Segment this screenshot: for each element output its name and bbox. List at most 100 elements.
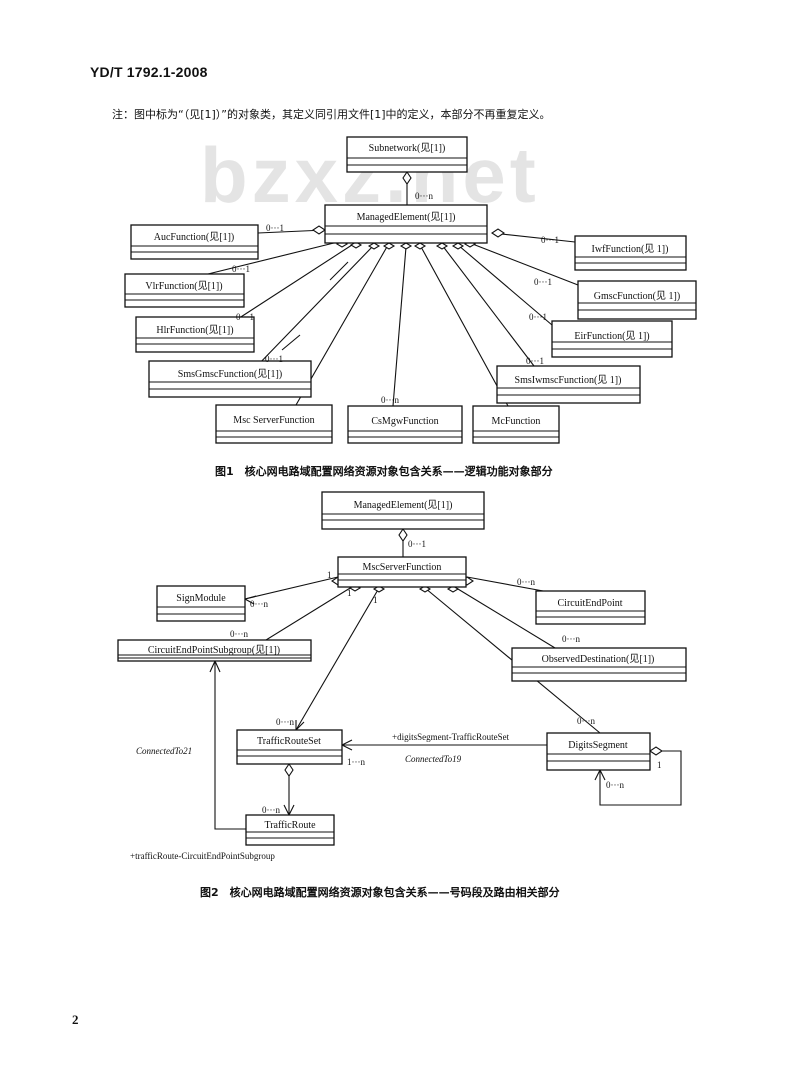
aggregation-diamond	[491, 228, 505, 238]
svg-text:CircuitEndPointSubgroup(见[1]): CircuitEndPointSubgroup(见[1])	[148, 644, 280, 656]
class-msc-server-function: Msc ServerFunction	[215, 404, 333, 444]
mult-cep-subgroup: 0···n	[230, 629, 248, 639]
mult-traffic-route-set: 0···n	[276, 717, 294, 727]
mult-traffic-route: 0···n	[262, 805, 280, 815]
class-vlr-function: VlrFunction(见[1])	[124, 273, 245, 308]
figure1-diagram: Subnetwork(见[1]) ManagedElement(见[1]) Au…	[124, 136, 697, 444]
role-digits-segment-trs: +digitsSegment-TrafficRouteSet	[392, 732, 510, 742]
svg-text:SmsGmscFunction(见[1]): SmsGmscFunction(见[1])	[178, 368, 282, 380]
aggregation-diamond	[435, 242, 449, 250]
edge-me-smsgmsc	[254, 244, 375, 369]
edge-msc-cepsubgroup	[265, 584, 356, 641]
class-eir-function: EirFunction(见 1])	[551, 320, 673, 358]
mult-sign-module: 0···n	[250, 599, 268, 609]
edge-digits-self	[599, 750, 682, 806]
role-connected-to-21: ConnectedTo21	[136, 746, 192, 756]
edge-me-mc	[419, 244, 509, 407]
svg-text:VlrFunction(见[1]): VlrFunction(见[1])	[145, 280, 222, 292]
svg-text:ManagedElement(见[1]): ManagedElement(见[1])	[357, 211, 456, 223]
class-cs-mgw-function: CsMgwFunction	[347, 405, 463, 444]
edge-trafficroute-cepsubgroup	[214, 661, 246, 830]
svg-text:GmscFunction(见 1]): GmscFunction(见 1])	[594, 290, 680, 302]
mult-sms-gmsc: 0···1	[265, 354, 283, 364]
class-digits-segment: DigitsSegment	[546, 732, 651, 771]
stray-mark	[281, 334, 301, 351]
edge-me-vlr	[207, 240, 343, 275]
mult-gmsc: 0···1	[534, 277, 552, 287]
svg-text:McFunction: McFunction	[492, 416, 541, 427]
svg-text:CircuitEndPoint: CircuitEndPoint	[558, 598, 623, 609]
page-number: 2	[72, 1012, 79, 1027]
mult-observed-destination: 0···n	[562, 634, 580, 644]
mult-trs-to-ds: 1···n	[347, 757, 365, 767]
class-traffic-route-set: TrafficRouteSet	[236, 729, 343, 765]
class-observed-destination: ObservedDestination(见[1])	[511, 647, 687, 682]
svg-text:CsMgwFunction: CsMgwFunction	[371, 416, 438, 427]
svg-text:Msc ServerFunction: Msc ServerFunction	[233, 415, 314, 426]
stray-mark	[329, 261, 349, 281]
standard-code: YD/T 1792.1-2008	[90, 64, 208, 80]
class-sms-iwmsc-function: SmsIwmscFunction(见 1])	[496, 365, 641, 404]
figure1-caption: 图1 核心网电路域配置网络资源对象包含关系——逻辑功能对象部分	[215, 465, 553, 478]
mult-sms-iwmsc: 0···1	[526, 356, 544, 366]
mult-msc-side: 1	[327, 570, 332, 580]
svg-text:HlrFunction(见[1]): HlrFunction(见[1])	[156, 324, 233, 336]
class-sign-module: SignModule	[156, 585, 246, 622]
aggregation-diamond	[284, 763, 294, 777]
edge-msc-signmodule	[244, 576, 339, 600]
svg-text:SignModule: SignModule	[176, 593, 226, 604]
aggregation-diamond	[413, 242, 427, 250]
svg-text:MscServerFunction: MscServerFunction	[363, 562, 442, 573]
svg-text:SmsIwmscFunction(见 1]): SmsIwmscFunction(见 1])	[515, 374, 622, 386]
mult-auc: 0···1	[266, 223, 284, 233]
figure2-caption: 图2 核心网电路域配置网络资源对象包含关系——号码段及路由相关部分	[200, 886, 560, 899]
svg-text:IwfFunction(见 1]): IwfFunction(见 1])	[592, 243, 669, 255]
role-connected-to-19: ConnectedTo19	[405, 754, 462, 764]
svg-text:AucFunction(见[1]): AucFunction(见[1])	[154, 231, 235, 243]
mult-vlr: 0···1	[232, 264, 250, 274]
edge-me-gmsc	[469, 242, 579, 286]
aggregation-diamond	[402, 171, 412, 185]
edge-me-csmgw	[392, 246, 407, 407]
svg-text:TrafficRoute: TrafficRoute	[264, 820, 316, 831]
mult-me-msc: 0···1	[408, 539, 426, 549]
mult-subnetwork-me: 0···n	[415, 191, 433, 201]
class-managed-element: ManagedElement(见[1])	[324, 204, 488, 244]
mult-ds-self: 1	[657, 760, 662, 770]
svg-text:DigitsSegment: DigitsSegment	[568, 740, 628, 751]
class-auc-function: AucFunction(见[1])	[130, 224, 259, 260]
class-managed-element-2: ManagedElement(见[1])	[321, 491, 485, 530]
class-msc-server-function-2: MscServerFunction	[337, 556, 467, 588]
figure-note: 注：图中标为“（见[1]）”的对象类，其定义同引用文件[1]中的定义，本部分不再…	[112, 108, 551, 121]
aggregation-diamond	[367, 242, 381, 250]
edge-me-eir	[457, 244, 553, 326]
class-sms-gmsc-function: SmsGmscFunction(见[1])	[148, 360, 312, 398]
aggregation-diamond	[398, 528, 408, 542]
aggregation-diamond	[451, 242, 465, 250]
svg-text:Subnetwork(见[1]): Subnetwork(见[1])	[369, 142, 446, 154]
edge-me-hlr	[229, 242, 356, 325]
mult-cs-mgw: 0···n	[381, 395, 399, 405]
aggregation-diamond	[312, 225, 326, 235]
mult-ds-self: 0···n	[606, 780, 624, 790]
svg-text:EirFunction(见 1]): EirFunction(见 1])	[574, 330, 649, 342]
edge-msc-trs	[295, 587, 380, 731]
svg-text:TrafficRouteSet: TrafficRouteSet	[257, 736, 321, 747]
class-circuit-end-point: CircuitEndPoint	[535, 590, 646, 625]
mult-msc-side: 1	[373, 595, 378, 605]
aggregation-diamond	[649, 746, 663, 756]
mult-eir: 0···1	[529, 312, 547, 322]
aggregation-diamond	[399, 242, 413, 250]
mult-digits-segment: 0···n	[577, 716, 595, 726]
class-traffic-route: TrafficRoute	[245, 814, 335, 846]
figure2-diagram: ManagedElement(见[1]) MscServerFunction S…	[117, 491, 687, 861]
edge-me-iwf	[491, 232, 576, 243]
svg-text:ManagedElement(见[1]): ManagedElement(见[1])	[354, 499, 453, 511]
mult-hlr: 0···1	[236, 312, 254, 322]
mult-circuit-end-point: 0···n	[517, 577, 535, 587]
arrowhead	[295, 720, 305, 732]
class-circuit-end-point-subgroup: CircuitEndPointSubgroup(见[1])	[117, 639, 312, 662]
class-mc-function: McFunction	[472, 405, 560, 444]
